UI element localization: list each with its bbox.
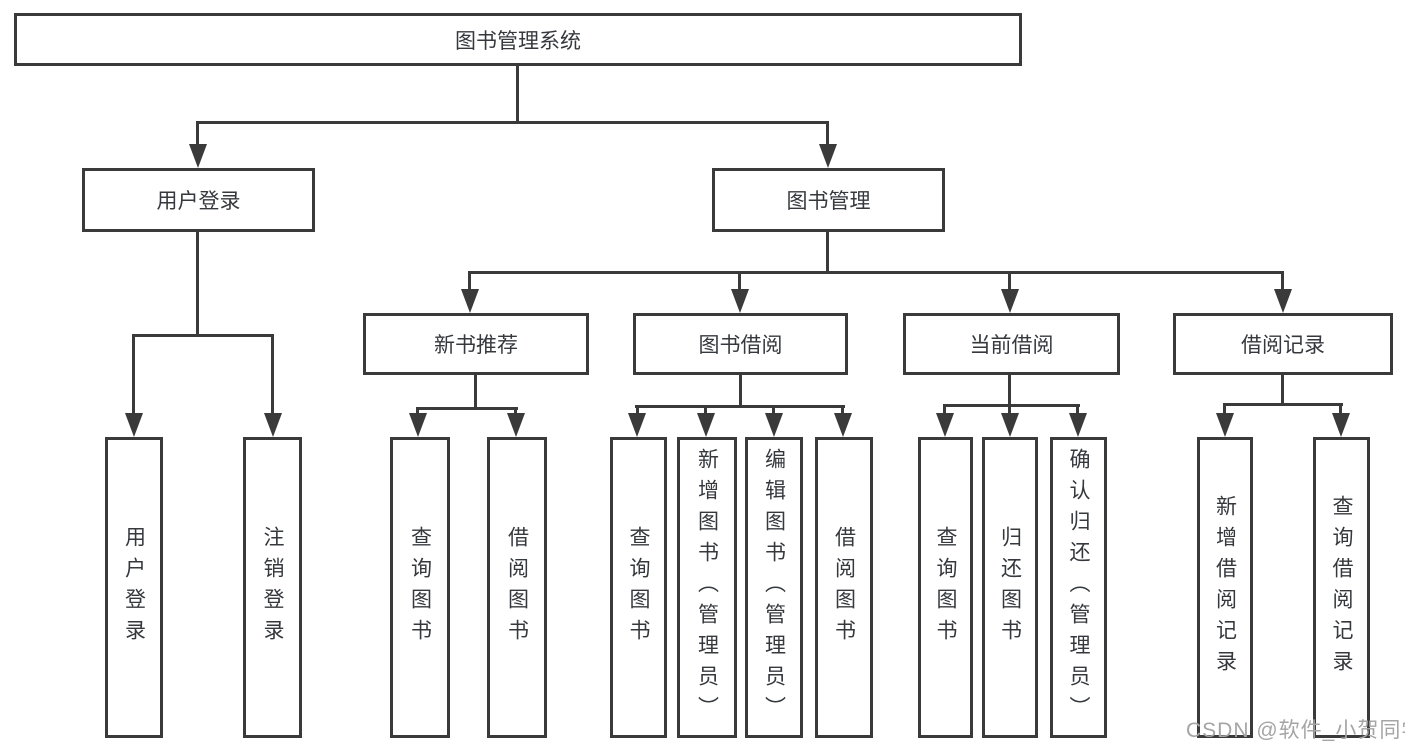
leaf-confirm-return-admin: 确认归还（管理员） — [1050, 437, 1107, 738]
node-current-borrow: 当前借阅 — [903, 313, 1120, 375]
connector-line — [1339, 403, 1342, 415]
node-new-book-recommend: 新书推荐 — [363, 313, 589, 375]
connector-line — [841, 405, 844, 415]
connector-line — [1008, 404, 1011, 415]
arrowhead-down-icon — [697, 413, 715, 437]
arrowhead-down-icon — [461, 289, 479, 313]
arrowhead-down-icon — [765, 413, 783, 437]
arrowhead-down-icon — [1001, 289, 1019, 313]
connector-line — [196, 121, 199, 147]
arrowhead-down-icon — [731, 289, 749, 313]
connector-line — [943, 404, 1080, 407]
connector-line — [1008, 271, 1011, 291]
arrowhead-down-icon — [936, 413, 954, 437]
leaf-user-login: 用户登录 — [105, 437, 163, 738]
arrowhead-down-icon — [1274, 289, 1292, 313]
connector-line — [416, 407, 419, 415]
node-book-management: 图书管理 — [712, 168, 945, 232]
connector-line — [196, 232, 199, 337]
connector-line — [132, 334, 274, 337]
leaf-query-books-current: 查询图书 — [918, 437, 973, 738]
arrowhead-down-icon — [189, 144, 207, 168]
connector-line — [739, 375, 742, 407]
connector-line — [468, 271, 1284, 274]
arrowhead-down-icon — [834, 413, 852, 437]
leaf-borrow-books: 借阅图书 — [815, 437, 873, 738]
connector-line — [704, 405, 707, 415]
connector-line — [1281, 271, 1284, 291]
connector-line — [636, 405, 639, 415]
node-root: 图书管理系统 — [14, 13, 1022, 66]
arrowhead-down-icon — [1001, 413, 1019, 437]
leaf-add-borrow-record: 新增借阅记录 — [1197, 437, 1253, 738]
watermark-text: CSDN @软件_小贺同学 — [1186, 719, 1405, 742]
arrowhead-down-icon — [507, 413, 525, 437]
arrowhead-down-icon — [409, 413, 427, 437]
connector-line — [132, 334, 135, 416]
leaf-edit-books-admin: 编辑图书（管理员） — [745, 437, 803, 738]
arrowhead-down-icon — [264, 413, 282, 437]
connector-line — [772, 405, 775, 415]
arrowhead-down-icon — [819, 144, 837, 168]
leaf-borrow-books-recommend: 借阅图书 — [487, 437, 547, 738]
connector-line — [474, 375, 477, 409]
leaf-query-borrow-record: 查询借阅记录 — [1313, 437, 1370, 738]
connector-line — [1223, 403, 1343, 406]
arrowhead-down-icon — [1069, 413, 1087, 437]
arrowhead-down-icon — [628, 413, 646, 437]
arrowhead-down-icon — [1332, 413, 1350, 437]
arrowhead-down-icon — [1216, 413, 1234, 437]
node-book-borrow: 图书借阅 — [633, 313, 848, 375]
connector-line — [635, 405, 845, 408]
leaf-query-books-borrow: 查询图书 — [610, 437, 667, 738]
connector-line — [516, 66, 519, 122]
connector-line — [468, 271, 471, 291]
connector-line — [1076, 404, 1079, 415]
connector-line — [271, 334, 274, 416]
node-user-login: 用户登录 — [82, 168, 315, 232]
arrowhead-down-icon — [125, 413, 143, 437]
connector-line — [826, 121, 829, 147]
leaf-add-books-admin: 新增图书（管理员） — [677, 437, 737, 738]
connector-line — [738, 271, 741, 291]
connector-line — [1223, 403, 1226, 415]
connector-line — [1281, 375, 1284, 405]
leaf-query-books-recommend: 查询图书 — [390, 437, 450, 738]
connector-line — [196, 121, 829, 124]
node-borrow-record: 借阅记录 — [1173, 313, 1393, 375]
leaf-return-books: 归还图书 — [982, 437, 1038, 738]
connector-line — [826, 232, 829, 274]
connector-line — [417, 407, 518, 410]
connector-line — [1008, 375, 1011, 406]
connector-line — [943, 404, 946, 415]
connector-line — [514, 407, 517, 415]
leaf-logout: 注销登录 — [243, 437, 302, 738]
